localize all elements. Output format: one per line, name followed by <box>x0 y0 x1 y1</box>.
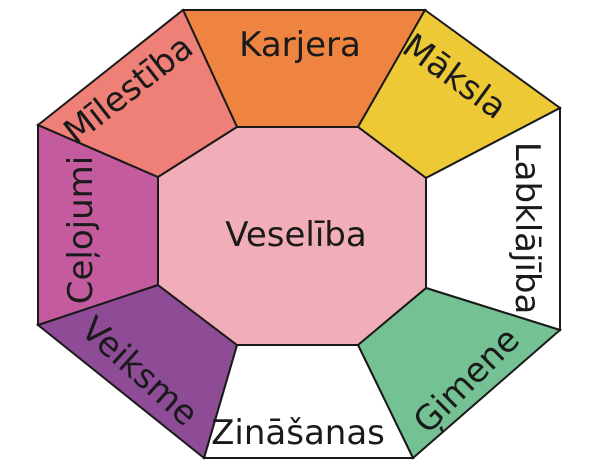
label-veseliba: Veselība <box>225 215 366 255</box>
label-celojumi: Ceļojumi <box>61 156 101 304</box>
center-veseliba <box>157 126 427 346</box>
label-labklajiba: Labklājība <box>507 142 547 315</box>
label-karjera: Karjera <box>239 25 361 65</box>
label-zinasanas: Zināšanas <box>211 413 385 453</box>
